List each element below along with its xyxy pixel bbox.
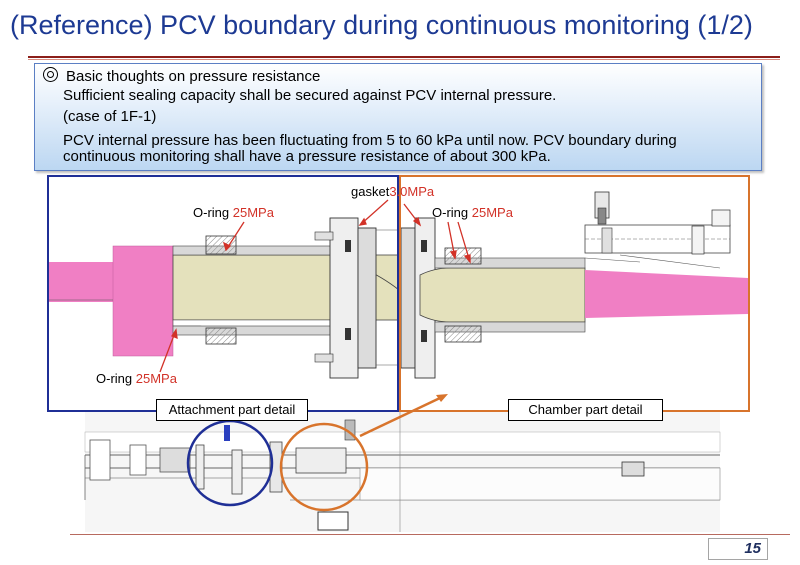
pressure-resistance-box: Basic thoughts on pressure resistance Su…: [34, 63, 762, 171]
oring-name: O-ring: [432, 205, 469, 220]
chamber-detail-drawing: [400, 191, 748, 379]
oring-label-left-top: O-ring 25MPa: [193, 205, 274, 220]
page-number: 15: [708, 538, 768, 560]
page-title: (Reference) PCV boundary during continuo…: [10, 10, 753, 40]
info-line-1: Sufficient sealing capacity shall be sec…: [63, 87, 557, 104]
oring-label-left-bottom: O-ring 25MPa: [96, 371, 177, 386]
oring-name: O-ring: [96, 371, 133, 386]
oring-pressure-value: 25MPa: [135, 371, 177, 386]
gasket-pressure-value: 3.0MPa: [389, 184, 435, 199]
double-circle-icon: [43, 67, 58, 82]
gasket-name: gasket: [351, 184, 390, 199]
title-underline-accent: [28, 59, 780, 60]
chamber-connector: [359, 396, 441, 438]
oring-pressure-value: 25MPa: [232, 205, 274, 220]
title-underline: [28, 56, 780, 58]
attachment-detail-drawing: [49, 217, 400, 379]
info-heading-row: Basic thoughts on pressure resistance: [43, 67, 320, 85]
oring-label-right: O-ring 25MPa: [432, 205, 513, 220]
info-line-3: PCV internal pressure has been fluctuati…: [63, 132, 677, 149]
info-line-4: continuous monitoring shall have a press…: [63, 148, 551, 165]
oring-name: O-ring: [193, 205, 230, 220]
info-heading: Basic thoughts on pressure resistance: [66, 68, 321, 85]
footer-rule: [70, 534, 790, 535]
callout-leaders: [159, 199, 471, 373]
gasket-label: gasket3.0MPa: [351, 184, 434, 199]
chamber-arrowhead: [436, 394, 448, 402]
oring-pressure-value: 25MPa: [471, 205, 513, 220]
info-line-2: (case of 1F-1): [63, 108, 157, 125]
attachment-detail-label: Attachment part detail: [156, 399, 308, 421]
overview-drawing: [84, 412, 721, 532]
chamber-detail-label: Chamber part detail: [508, 399, 663, 421]
